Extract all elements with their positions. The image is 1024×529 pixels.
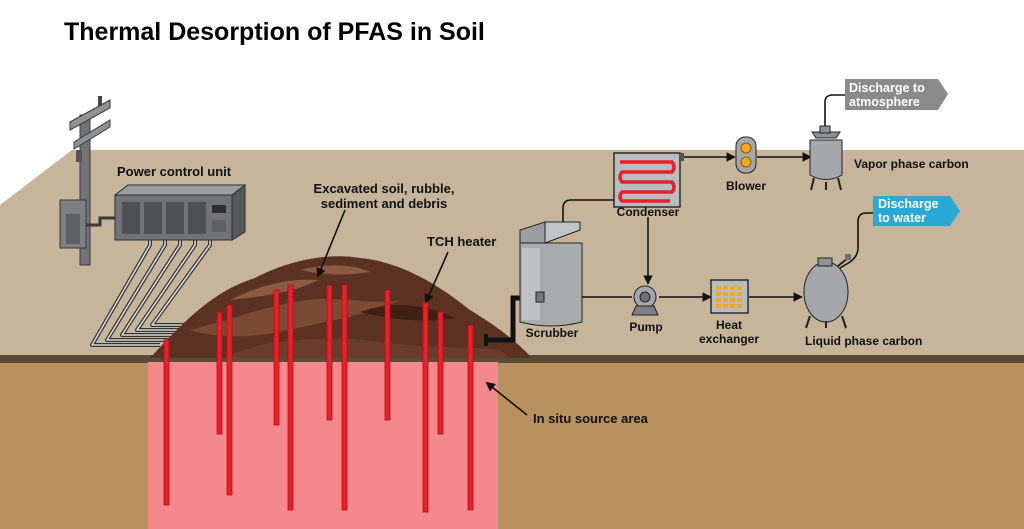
power-control-unit-label: Power control unit <box>117 164 232 179</box>
tch-heater-label: TCH heater <box>427 234 496 249</box>
heater-rod <box>226 304 233 496</box>
excavated-soil-label-1: Excavated soil, rubble, <box>314 181 455 196</box>
tch-heater-rods <box>163 284 474 513</box>
heater-rod <box>216 311 223 435</box>
vapor-carbon-vessel-icon <box>809 125 843 191</box>
heater-rod <box>341 284 348 511</box>
vapor-phase-carbon-label: Vapor phase carbon <box>854 157 969 171</box>
heater-rod <box>422 301 429 513</box>
discharge-atmosphere-tag: Discharge to atmosphere <box>845 79 948 110</box>
condenser-coil-icon <box>613 152 684 208</box>
blower-icon <box>735 136 757 174</box>
blower-label: Blower <box>726 179 766 193</box>
discharge-water-label-1: Discharge <box>878 197 938 211</box>
pump-label: Pump <box>629 320 662 334</box>
heat-exchanger-label-2: exchanger <box>699 332 759 346</box>
discharge-atmosphere-label-2: atmosphere <box>849 95 920 109</box>
heater-rod <box>437 311 444 435</box>
page-title: Thermal Desorption of PFAS in Soil <box>64 18 485 46</box>
scrubber-label: Scrubber <box>526 326 579 340</box>
heater-rod <box>273 289 280 426</box>
heater-rod <box>287 284 294 511</box>
heated-source-zone <box>148 362 498 529</box>
in-situ-source-area-label: In situ source area <box>533 411 649 426</box>
liquid-phase-carbon-label: Liquid phase carbon <box>805 334 922 348</box>
power-control-unit-icon <box>113 183 247 241</box>
heater-rod <box>326 284 333 421</box>
heater-rod <box>163 339 170 506</box>
ground-edge <box>0 355 1024 363</box>
condenser-label: Condenser <box>617 205 680 219</box>
discharge-atmosphere-label-1: Discharge to <box>849 81 925 95</box>
heater-rod <box>384 289 391 421</box>
discharge-water-tag: Discharge to water <box>873 196 960 226</box>
utility-pole-icon <box>59 96 115 266</box>
callout-arrows <box>316 209 528 416</box>
heat-exchanger-icon <box>710 279 749 314</box>
heater-rod <box>467 324 474 511</box>
heat-exchanger-label-1: Heat <box>716 318 742 332</box>
liquid-carbon-vessel-icon <box>803 254 851 329</box>
scrubber-tower-icon <box>519 221 583 327</box>
excavated-soil-label-2: sediment and debris <box>321 196 447 211</box>
pump-icon <box>631 285 659 316</box>
discharge-water-label-2: to water <box>878 211 926 225</box>
